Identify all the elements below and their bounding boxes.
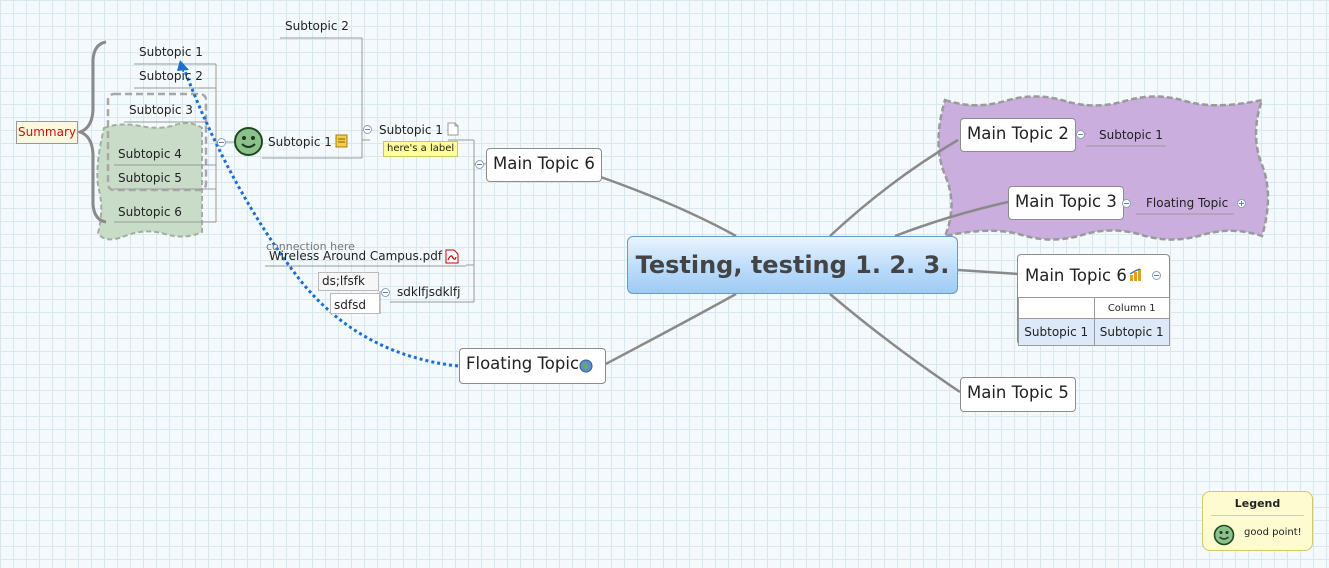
expand-icon[interactable] (1237, 199, 1246, 208)
globe-icon (579, 359, 593, 373)
grey-boundary[interactable] (106, 92, 208, 192)
mt2-subtopic-1[interactable]: Subtopic 1 (1099, 128, 1163, 142)
sdfsd-box (330, 293, 380, 314)
collapse-icon[interactable] (381, 288, 390, 297)
mt3-floating-topic[interactable]: Floating Topic (1146, 196, 1229, 210)
table-cell[interactable]: Subtopic 1 (1018, 318, 1095, 346)
ds-subtopic[interactable]: ds;lfsfk (322, 274, 365, 288)
floating-topic-label: Floating Topic (466, 354, 580, 373)
subtopic-1-with-label[interactable]: Subtopic 1 (379, 123, 443, 137)
subtopic-2-top[interactable]: Subtopic 2 (285, 19, 349, 33)
relationship-line[interactable] (181, 65, 459, 368)
legend-divider (1211, 515, 1304, 516)
main-topic-6-left[interactable]: Main Topic 6 (486, 148, 602, 182)
sdfsd-subtopic[interactable]: sdfsd (334, 298, 366, 312)
main-topic-3[interactable]: Main Topic 3 (1008, 186, 1124, 220)
smiley-icon (1213, 524, 1235, 546)
far-left-subtopic-3[interactable]: Subtopic 3 (129, 103, 193, 117)
far-left-subtopic-5[interactable]: Subtopic 5 (118, 171, 182, 185)
green-boundary[interactable] (96, 122, 203, 241)
table-cell[interactable]: Subtopic 1 (1093, 318, 1170, 346)
pdf-attachment-topic[interactable]: Wireless Around Campus.pdf (269, 249, 443, 263)
topic-table: Column 1 Subtopic 1 Subtopic 1 (1018, 297, 1170, 346)
legend-title: Legend (1234, 497, 1281, 510)
far-left-subtopic-4[interactable]: Subtopic 4 (118, 147, 182, 161)
collapse-icon[interactable] (363, 125, 372, 134)
ds-box (318, 272, 379, 291)
table-header-empty (1018, 297, 1095, 319)
collapse-icon[interactable] (1076, 130, 1085, 139)
connection-label: connection here (266, 240, 355, 253)
main-topic-2[interactable]: Main Topic 2 (960, 118, 1076, 152)
main-topic-6-right[interactable]: Main Topic 6 (1025, 266, 1127, 285)
legend-panel: Legend good point! (1202, 491, 1313, 551)
note-icon (335, 134, 348, 148)
collapse-icon[interactable] (1152, 271, 1161, 280)
central-topic[interactable]: Testing, testing 1. 2. 3. (627, 236, 958, 294)
inner-subtopic-1[interactable]: Subtopic 1 (268, 135, 332, 149)
summary-brace (75, 40, 107, 224)
relationship-arrowhead (177, 60, 189, 71)
legend-item-label: good point! (1244, 527, 1302, 538)
far-left-subtopic-6[interactable]: Subtopic 6 (118, 205, 182, 219)
far-left-subtopic-2[interactable]: Subtopic 2 (139, 69, 203, 83)
topic-label: here's a label (383, 141, 459, 157)
far-left-subtopic-1[interactable]: Subtopic 1 (139, 45, 203, 59)
pdf-icon (445, 249, 459, 264)
sdk-subtopic[interactable]: sdklfjsdklfj (397, 285, 461, 299)
collapse-icon[interactable] (217, 138, 226, 147)
document-icon (447, 122, 459, 136)
main-topic-5[interactable]: Main Topic 5 (960, 377, 1076, 412)
central-connectors (597, 138, 1019, 394)
chart-icon (1129, 268, 1141, 281)
collapse-icon[interactable] (475, 160, 484, 169)
collapse-icon[interactable] (1122, 199, 1131, 208)
smiley-icon (234, 127, 263, 156)
table-header-column-1: Column 1 (1093, 297, 1170, 319)
summary-topic[interactable]: Summary (16, 121, 78, 144)
